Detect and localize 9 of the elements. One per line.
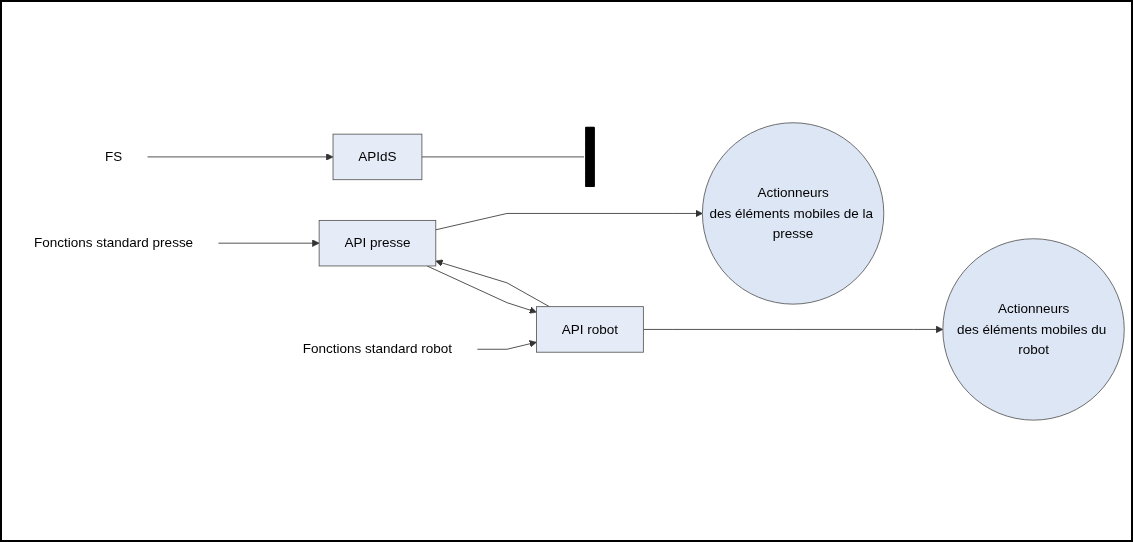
node-box: API robot	[536, 305, 644, 353]
node-box: APIdS	[332, 133, 423, 180]
node-box: API presse	[318, 219, 437, 266]
node-text: FS	[104, 148, 123, 164]
node-circle: Actionneurs des éléments mobiles du robot	[942, 237, 1125, 421]
node-text: Fonctions standard robot	[302, 341, 453, 356]
connector	[421, 156, 585, 157]
node-circle: Actionneurs des éléments mobiles de la presse	[702, 121, 885, 305]
node-text: Fonctions standard presse	[34, 235, 194, 250]
